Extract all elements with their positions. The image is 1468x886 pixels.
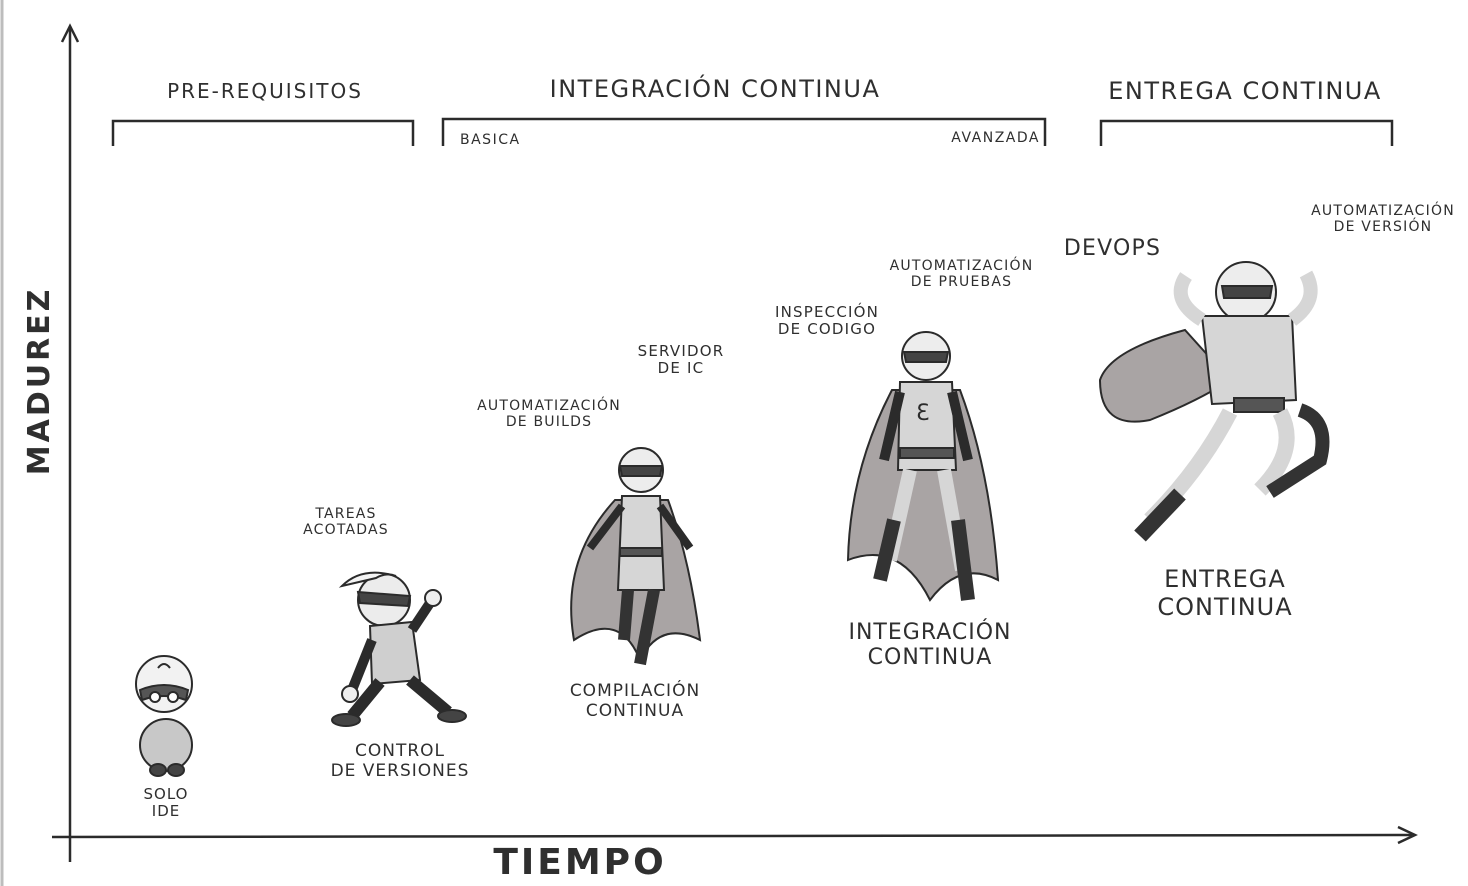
phase-prereq-label: PRE-REQUISITOS bbox=[167, 79, 363, 103]
x-axis-label: TIEMPO bbox=[493, 842, 667, 883]
svg-text:Ɛ: Ɛ bbox=[916, 401, 930, 426]
stage-integracion-label: INTEGRACIÓN CONTINUA bbox=[848, 620, 1012, 671]
x-axis bbox=[51, 825, 1418, 845]
stage-entrega-label: ENTREGA CONTINUA bbox=[1157, 565, 1293, 621]
y-axis bbox=[60, 23, 80, 862]
note-devops: DEVOPS bbox=[1063, 236, 1162, 261]
stage-solo-ide-label: SOLO IDE bbox=[143, 785, 189, 821]
stage-compilacion-label: COMPILACIÓN CONTINUA bbox=[569, 681, 701, 721]
baby-figure-icon bbox=[135, 655, 193, 777]
phase-cd-label: ENTREGA CONTINUA bbox=[1108, 77, 1382, 105]
bracket-prereq bbox=[111, 119, 415, 146]
y-axis-label: MADUREZ bbox=[21, 286, 57, 476]
flying-hero-figure-icon bbox=[1098, 261, 1330, 542]
phase-ci-label: INTEGRACIÓN CONTINUA bbox=[549, 75, 881, 103]
young-hero-figure-icon bbox=[570, 447, 702, 666]
note-version: AUTOMATIZACIÓN DE VERSIÓN bbox=[1311, 203, 1455, 236]
note-inspeccion: INSPECCIÓN DE CODIGO bbox=[774, 303, 880, 339]
stage-control-versiones-label: CONTROL DE VERSIONES bbox=[330, 741, 470, 781]
bracket-ci bbox=[441, 117, 1047, 146]
standing-hero-figure-icon: Ɛ bbox=[846, 331, 1000, 602]
note-pruebas: AUTOMATIZACIÓN DE PRUEBAS bbox=[889, 258, 1034, 291]
note-tareas: TAREAS ACOTADAS bbox=[303, 506, 389, 539]
ci-advanced-label: AVANZADA bbox=[951, 130, 1040, 146]
note-builds: AUTOMATIZACIÓN DE BUILDS bbox=[477, 398, 621, 431]
note-servidor: SERVIDOR DE IC bbox=[637, 342, 725, 378]
running-kid-figure-icon bbox=[331, 571, 467, 727]
ci-basic-label: BASICA bbox=[460, 132, 521, 148]
bracket-cd bbox=[1099, 119, 1394, 146]
